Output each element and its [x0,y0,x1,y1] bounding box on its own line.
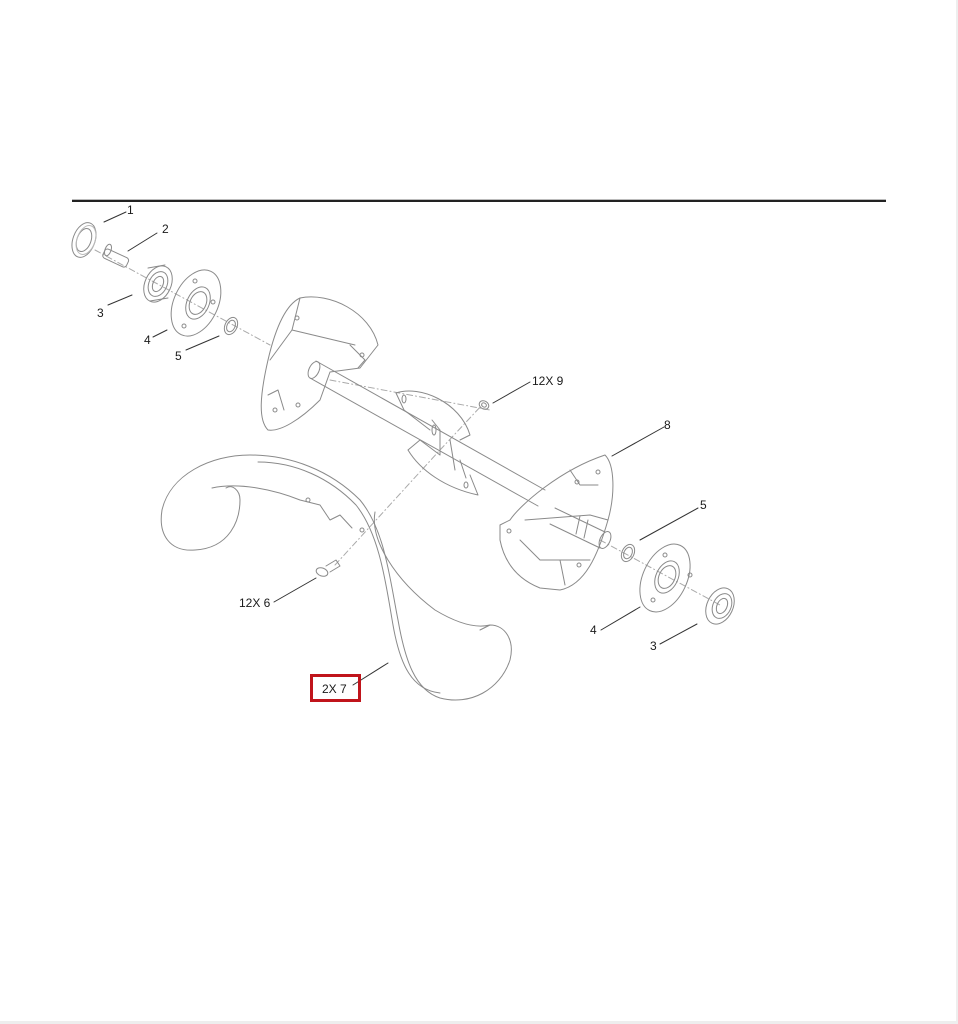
callout-3-right[interactable]: 3 [650,639,657,653]
center-hub [395,390,479,496]
centerline-bolt [334,404,483,566]
callout-3-left[interactable]: 3 [97,306,104,320]
nut-part-9 [478,400,490,410]
end-plate-part-8 [499,454,614,591]
leader-lines [103,211,699,686]
highlighted-callout-box [310,674,361,702]
header-rule [72,200,886,202]
bearing-part-3-right [705,587,735,625]
bearing-part-3-left [143,264,173,303]
callout-8[interactable]: 8 [664,418,671,432]
seal-part-1 [71,222,97,258]
flange-part-4-right [639,543,693,613]
auger-shaft [307,360,546,507]
callout-2x7[interactable]: 2X 7 [322,682,347,696]
callout-5-right[interactable]: 5 [700,498,707,512]
callout-2[interactable]: 2 [162,222,169,236]
callout-4-right[interactable]: 4 [590,623,597,637]
callout-5-left[interactable]: 5 [175,349,182,363]
shaft-pin-part-2 [102,243,130,268]
end-plate-left [260,296,379,431]
centerline-left [94,249,491,411]
callout-4-left[interactable]: 4 [144,333,151,347]
auger-blade-part-7 [160,454,512,701]
callout-12x9[interactable]: 12X 9 [532,374,564,388]
flange-part-4-left [170,269,222,337]
carriage-bolt-part-6 [315,559,341,577]
callout-1[interactable]: 1 [127,203,134,217]
callout-12x6[interactable]: 12X 6 [239,596,271,610]
ring-part-5-right [620,543,636,563]
ring-part-5-left [223,316,239,336]
